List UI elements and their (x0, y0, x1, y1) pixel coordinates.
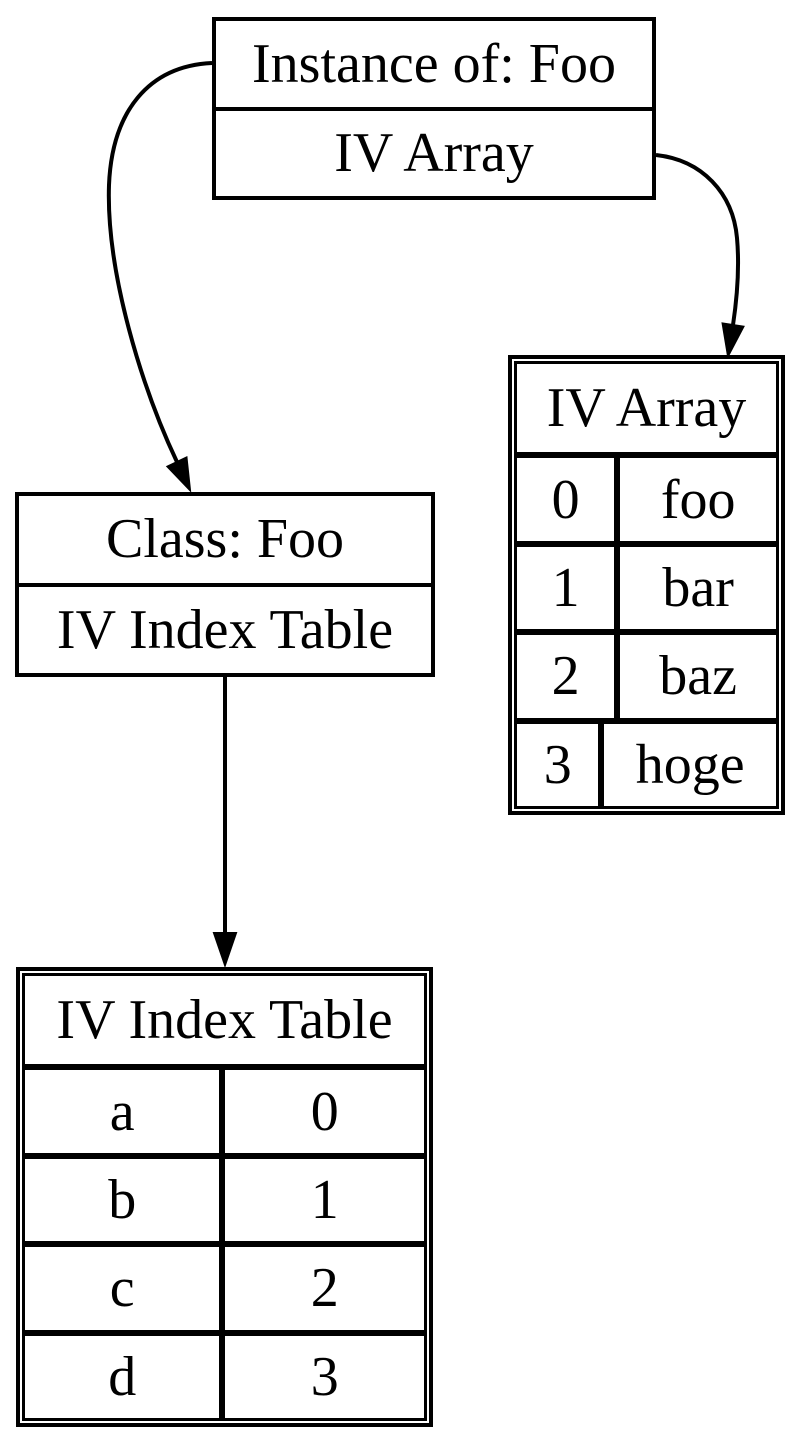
iv-index-table-row-0-key: a (22, 1067, 223, 1156)
instance-node: Instance of: Foo IV Array (212, 17, 656, 200)
iv-index-table-row-2-key: c (22, 1244, 223, 1333)
iv-array-row-1-index: 1 (514, 543, 618, 633)
iv-index-table-row-3: d 3 (22, 1332, 427, 1422)
edge-instance-to-iv-array-line (655, 153, 741, 326)
iv-index-table-row-3-key: d (22, 1332, 223, 1422)
edge-instance-to-iv-array (655, 153, 745, 360)
class-node-title: Class: Foo (19, 496, 431, 587)
arrowhead-instance-to-iv-array (721, 322, 745, 360)
iv-array-row-2: 2 baz (514, 632, 779, 721)
iv-array-table: IV Array 0 foo 1 bar 2 baz 3 hoge (508, 355, 785, 815)
iv-array-row-2-value: baz (617, 632, 779, 721)
iv-index-table-row-2-value: 2 (222, 1244, 427, 1333)
iv-array-row-2-index: 2 (514, 632, 618, 721)
class-node-iv-index-table-field: IV Index Table (56, 598, 394, 661)
iv-array-row-0-value: foo (617, 455, 779, 544)
iv-index-table-row-1: b 1 (22, 1155, 427, 1245)
iv-index-table: IV Index Table a 0 b 1 c 2 d 3 (16, 967, 433, 1427)
instance-node-iv-array-field: IV Array (334, 122, 534, 185)
iv-array-row-3: 3 hoge (514, 720, 779, 810)
iv-array-row-1: 1 bar (514, 543, 779, 633)
iv-array-row-3-value: hoge (601, 720, 779, 810)
iv-array-row-0: 0 foo (514, 455, 779, 544)
iv-array-row-3-index: 3 (514, 720, 602, 810)
iv-index-table-title: IV Index Table (22, 973, 427, 1068)
instance-node-title: Instance of: Foo (216, 21, 652, 111)
iv-index-table-row-1-key: b (22, 1155, 223, 1245)
arrowhead-class-to-iv-index-table (212, 932, 238, 969)
iv-index-table-row-2: c 2 (22, 1244, 427, 1333)
edge-instance-to-class (106, 61, 213, 493)
edge-instance-to-class-line (106, 61, 213, 463)
edge-class-to-iv-index-table (212, 677, 238, 969)
iv-index-table-row-3-value: 3 (222, 1332, 427, 1422)
iv-index-table-row-0: a 0 (22, 1067, 427, 1156)
iv-array-row-0-index: 0 (514, 455, 618, 544)
class-node: Class: Foo IV Index Table (15, 492, 435, 677)
iv-index-table-row-1-value: 1 (222, 1155, 427, 1245)
iv-array-row-1-value: bar (617, 543, 779, 633)
iv-array-table-title: IV Array (514, 361, 779, 456)
iv-index-table-row-0-value: 0 (222, 1067, 427, 1156)
arrowhead-instance-to-class (165, 455, 192, 493)
